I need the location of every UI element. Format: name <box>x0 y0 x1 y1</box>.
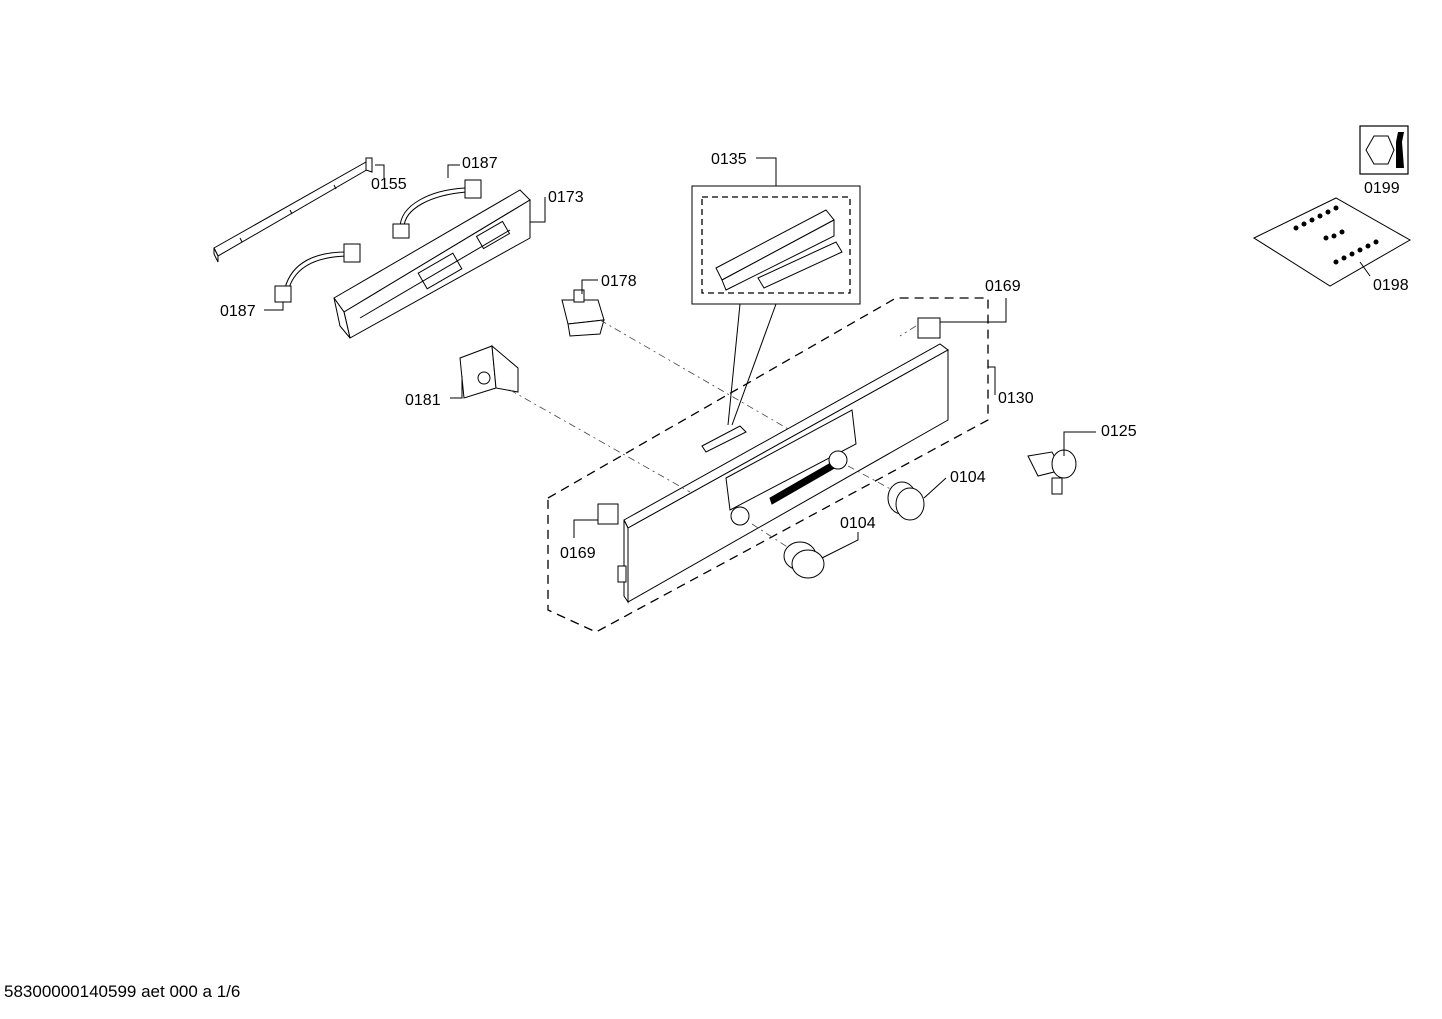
label-0173: 0173 <box>548 189 584 206</box>
label-0199: 0199 <box>1364 180 1400 197</box>
assembly-lines <box>509 319 917 551</box>
part-0187-harness-bottom <box>264 243 361 311</box>
label-0125: 0125 <box>1101 423 1137 440</box>
label-0169-left: 0169 <box>560 545 596 562</box>
label-0187-bottom: 0187 <box>220 303 256 320</box>
part-0104-knob-right <box>887 477 947 521</box>
part-0181-selector <box>450 344 519 399</box>
part-0198-screw-bag <box>1252 197 1412 287</box>
label-0181: 0181 <box>405 392 441 409</box>
part-0187-harness-top <box>392 164 482 239</box>
part-0155-rail <box>213 157 385 263</box>
part-labels: 0155 0187 0187 0173 0135 0178 0169 0169 … <box>220 151 1409 562</box>
label-0135: 0135 <box>711 151 747 168</box>
label-0130: 0130 <box>998 390 1034 407</box>
document-id: 58300000140599 aet 000 a 1/6 <box>4 982 241 1001</box>
part-0104-knob-left <box>783 532 859 579</box>
label-0198: 0198 <box>1373 277 1409 294</box>
wrench-nut-icon <box>1359 125 1409 175</box>
part-0125-bracket <box>1027 431 1096 495</box>
label-0169-right: 0169 <box>985 278 1021 295</box>
part-0130-panel-group <box>547 297 996 633</box>
part-0130-front-panel <box>617 343 949 604</box>
label-0104-left: 0104 <box>840 515 876 532</box>
label-0104-right: 0104 <box>950 469 986 486</box>
label-0187-top: 0187 <box>462 155 498 172</box>
label-0155: 0155 <box>371 176 407 193</box>
part-0169-clip-left <box>573 503 619 538</box>
part-0169-clip-right <box>917 298 1007 339</box>
part-0173-module <box>333 189 546 339</box>
label-0178: 0178 <box>601 273 637 290</box>
part-0178-switch <box>561 279 605 337</box>
part-0135-detail <box>691 157 861 453</box>
